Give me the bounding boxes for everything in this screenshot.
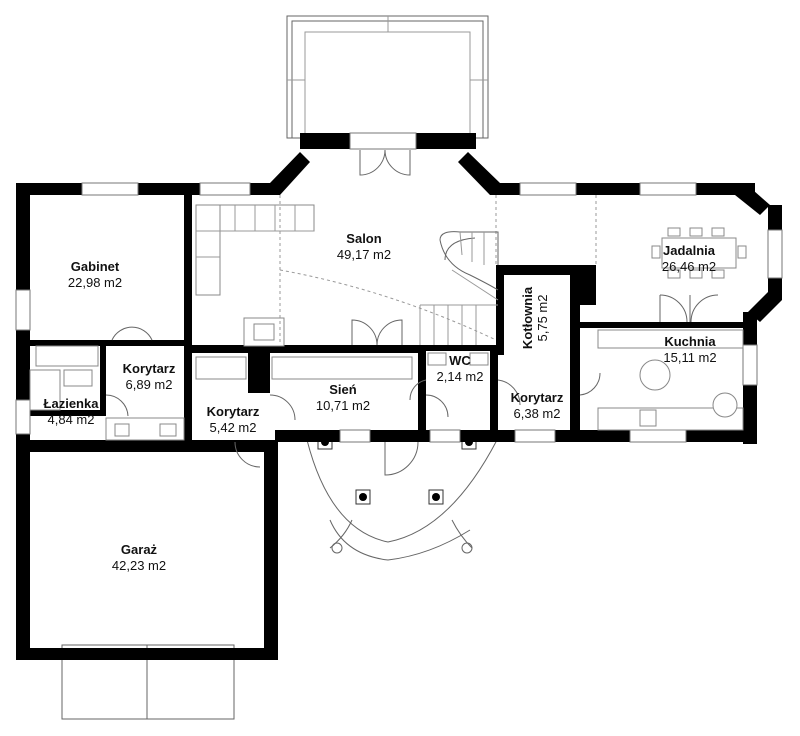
room-area: 2,14 m2 xyxy=(437,369,484,384)
exterior-walls xyxy=(16,133,782,660)
room-kotlownia: Kotłownia 5,75 m2 xyxy=(520,286,550,349)
room-area: 22,98 m2 xyxy=(68,275,122,290)
room-name: Garaż xyxy=(121,542,158,557)
room-name: Gabinet xyxy=(71,259,120,274)
room-area: 15,11 m2 xyxy=(663,350,716,365)
room-area: 42,23 m2 xyxy=(112,558,166,573)
room-area: 6,38 m2 xyxy=(514,406,561,421)
windows xyxy=(15,132,783,443)
room-name: Korytarz xyxy=(207,404,260,419)
room-korytarz-3: Korytarz 6,38 m2 xyxy=(511,390,564,421)
room-gabinet: Gabinet 22,98 m2 xyxy=(68,259,122,290)
room-area: 26,46 m2 xyxy=(662,259,716,274)
room-garaz: Garaż 42,23 m2 xyxy=(112,542,166,573)
room-lazienka: Łazienka 4,84 m2 xyxy=(44,396,100,427)
entrance-porch xyxy=(306,434,498,561)
room-labels: Gabinet 22,98 m2 Salon 49,17 m2 Jadalnia… xyxy=(44,231,717,573)
room-korytarz-2: Korytarz 5,42 m2 xyxy=(207,404,260,435)
room-salon: Salon 49,17 m2 xyxy=(337,231,391,262)
room-name: Jadalnia xyxy=(663,243,716,258)
room-korytarz-1: Korytarz 6,89 m2 xyxy=(123,361,176,392)
room-name: Salon xyxy=(346,231,381,246)
room-sien: Sień 10,71 m2 xyxy=(316,382,370,413)
room-kuchnia: Kuchnia 15,11 m2 xyxy=(663,334,716,365)
terrace-pergola xyxy=(286,15,489,139)
furniture xyxy=(29,195,747,441)
room-name: WC xyxy=(449,353,471,368)
room-name: Kotłownia xyxy=(520,286,535,349)
room-area: 49,17 m2 xyxy=(337,247,391,262)
room-name: Kuchnia xyxy=(664,334,716,349)
room-area: 4,84 m2 xyxy=(48,412,95,427)
room-area: 5,75 m2 xyxy=(535,295,550,342)
room-wc: WC 2,14 m2 xyxy=(437,353,484,384)
room-area: 5,42 m2 xyxy=(210,420,257,435)
room-name: Korytarz xyxy=(123,361,176,376)
room-jadalnia: Jadalnia 26,46 m2 xyxy=(662,243,716,274)
doors xyxy=(105,149,719,476)
room-name: Korytarz xyxy=(511,390,564,405)
room-area: 10,71 m2 xyxy=(316,398,370,413)
room-name: Sień xyxy=(329,382,357,397)
room-name: Łazienka xyxy=(44,396,100,411)
interior-walls xyxy=(30,195,748,443)
room-area: 6,89 m2 xyxy=(126,377,173,392)
